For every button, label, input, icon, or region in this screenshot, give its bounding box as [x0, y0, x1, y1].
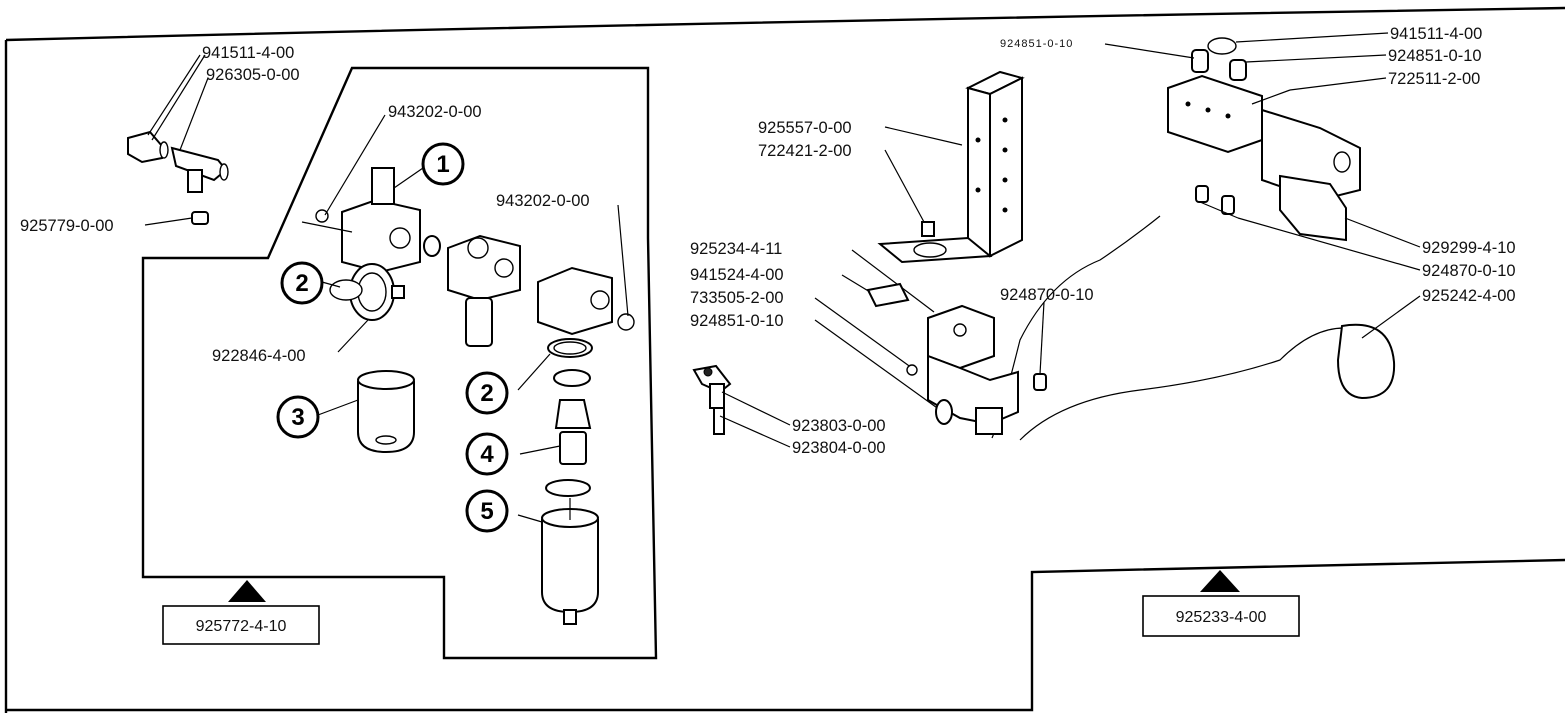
seal-ring	[547, 338, 593, 358]
lower-elbow-fitting	[692, 364, 732, 409]
label-plug-cable: 925242-4-00	[1422, 287, 1516, 305]
svg-text:4: 4	[480, 441, 494, 468]
svg-text:5: 5	[480, 498, 493, 525]
callout-2b: 2	[465, 371, 509, 415]
label-screw-right: 943202-0-00	[496, 192, 590, 210]
lubricator-body	[537, 266, 635, 336]
bracket-screw	[921, 221, 935, 237]
callout-3: 3	[276, 395, 320, 439]
svg-text:2: 2	[295, 270, 308, 297]
plug-925779	[191, 211, 209, 225]
label-plug: 925779-0-00	[20, 217, 114, 235]
label-tee-fitting: 926305-0-00	[206, 66, 300, 84]
elbow-fitting-941511	[127, 130, 169, 164]
top-fittings	[1191, 37, 1247, 81]
callout-1: 1	[421, 142, 465, 186]
svg-text:2: 2	[480, 380, 493, 407]
baffle	[545, 479, 591, 497]
svg-text:1: 1	[436, 151, 449, 178]
reference-code-right: 925233-4-00	[1176, 609, 1267, 626]
connector-plug	[1336, 323, 1396, 400]
label-fitting-top: 924851-0-10	[1388, 47, 1482, 65]
left-assembly-outline	[141, 66, 658, 660]
right-assembly-outline	[6, 558, 1565, 712]
sleeve	[554, 399, 592, 429]
label-fitting-small: 924851-0-10	[1000, 38, 1073, 50]
label-gauge: 922846-4-00	[212, 347, 306, 365]
tee-fitting-926305	[170, 146, 229, 193]
bowl	[357, 370, 415, 454]
label-screw-top: 943202-0-00	[388, 103, 482, 121]
label-nipple-lower: 923804-0-00	[792, 439, 886, 457]
label-silencer-mid: 924870-0-10	[1000, 286, 1094, 304]
silencer-mid	[1033, 373, 1047, 391]
silencers-top	[1195, 185, 1235, 215]
label-elbow-lower: 923803-0-00	[792, 417, 886, 435]
pressure-gauge	[329, 263, 405, 321]
label-elbow-top: 941511-4-00	[1390, 25, 1482, 43]
label-nut: 733505-2-00	[690, 289, 784, 307]
svg-text:3: 3	[291, 404, 304, 431]
label-bracket-screw: 722421-2-00	[758, 142, 852, 160]
reference-code-left: 925772-4-10	[196, 618, 287, 635]
solenoid-valve-block	[1167, 74, 1361, 242]
filter-element	[559, 431, 587, 465]
drain-bowl	[541, 498, 599, 625]
mounting-bracket	[877, 70, 1025, 264]
lock-washer	[553, 369, 591, 387]
reference-marker-right: 925233-4-00	[1142, 570, 1300, 637]
label-silencer-right: 924870-0-10	[1422, 262, 1516, 280]
label-connector: 941524-4-00	[690, 266, 784, 284]
label-bracket: 925557-0-00	[758, 119, 852, 137]
regulator-body	[301, 167, 441, 274]
reference-marker-left: 925772-4-10	[162, 580, 320, 645]
callout-4: 4	[465, 432, 509, 476]
callout-5: 5	[465, 489, 509, 533]
label-screw-long: 722511-2-00	[1388, 70, 1480, 88]
diagram-frame	[4, 6, 1565, 713]
label-fitting-left: 924851-0-10	[690, 312, 784, 330]
lower-nipple	[713, 407, 725, 435]
label-solenoid-valve: 929299-4-10	[1422, 239, 1516, 257]
left-assembly: 1 2 3 2 4 5 941511-4-00 926305-0-00 9257…	[20, 44, 658, 660]
label-elbow-fitting: 941511-4-00	[202, 44, 294, 62]
filter-body	[447, 234, 521, 347]
connector-941524	[866, 282, 910, 308]
label-valve: 925234-4-11	[690, 240, 782, 258]
callout-2a: 2	[280, 261, 324, 305]
right-assembly: 924851-0-10 941511-4-00 924851-0-10 7225…	[6, 25, 1565, 712]
